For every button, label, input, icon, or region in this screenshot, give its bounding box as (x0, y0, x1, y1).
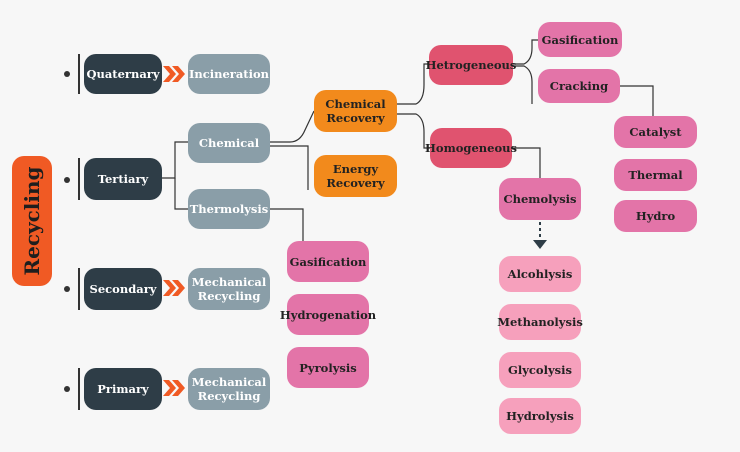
bar-primary (78, 368, 80, 410)
node-gasification-top: Gasification (538, 22, 622, 57)
root-recycling-label: Recycling (20, 166, 44, 276)
level-primary: Primary (84, 368, 162, 410)
node-cracking: Cracking (538, 69, 620, 103)
chevron-quaternary-icon (163, 66, 185, 82)
bar-tertiary (78, 158, 80, 200)
node-hydrogenation: Hydrogenation (280, 294, 376, 335)
node-glycolysis: Glycolysis (499, 352, 581, 388)
connector-thermolysis-gasification (270, 208, 304, 241)
level-quaternary: Quaternary (84, 54, 162, 94)
node-homogeneous: Homogeneous (425, 128, 517, 168)
root-recycling-box: Recycling (12, 156, 52, 286)
node-gasification-thermolysis: Gasification (287, 241, 369, 282)
connector-chemical-recovery (270, 110, 315, 143)
connector-hetrogeneous-gasification (513, 39, 538, 65)
connector-tertiary-chemical (160, 141, 188, 179)
node-mechanical-recycling-primary: Mechanical Recycling (188, 368, 270, 410)
connector-tertiary-thermolysis (174, 178, 188, 210)
node-hydro: Hydro (614, 200, 697, 232)
node-hetrogeneous: Hetrogeneous (426, 45, 516, 85)
node-thermal: Thermal (614, 159, 697, 191)
bullet-quaternary (64, 71, 70, 77)
chevron-primary-icon (163, 380, 185, 396)
connector-homogeneous-chemolysis (512, 147, 541, 178)
bullet-primary (64, 386, 70, 392)
node-mechanical-recycling-secondary: Mechanical Recycling (188, 268, 270, 310)
connector-recovery-hetrogeneous (397, 63, 429, 105)
node-energy-recovery: Energy Recovery (314, 155, 397, 197)
node-chemical: Chemical (188, 123, 270, 163)
level-secondary: Secondary (84, 268, 162, 310)
node-pyrolysis: Pyrolysis (287, 347, 369, 388)
node-thermolysis: Thermolysis (188, 189, 270, 229)
node-chemolysis: Chemolysis (499, 178, 581, 220)
chevron-secondary-icon (163, 280, 185, 296)
node-incineration: Incineration (188, 54, 270, 94)
node-methanolysis: Methanolysis (497, 304, 583, 340)
node-chemical-recovery: Chemical Recovery (314, 90, 397, 132)
node-hydrolysis: Hydrolysis (499, 398, 581, 434)
chemolysis-arrow-head (533, 240, 547, 249)
bullet-tertiary (64, 177, 70, 183)
connector-recovery-homogeneous (397, 113, 430, 149)
connector-hetrogeneous-cracking (513, 65, 533, 104)
level-tertiary: Tertiary (84, 158, 162, 200)
connector-chemical-energy (270, 145, 309, 190)
node-alcohlysis: Alcohlysis (499, 256, 581, 292)
node-catalyst: Catalyst (614, 116, 697, 148)
bullet-secondary (64, 286, 70, 292)
bar-quaternary (78, 54, 80, 94)
bar-secondary (78, 268, 80, 310)
connector-cracking-catalyst (620, 85, 654, 116)
